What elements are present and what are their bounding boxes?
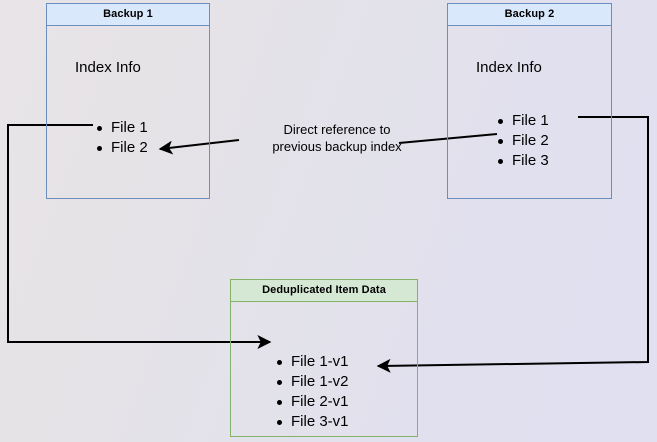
list-item[interactable]: File 1-v2: [275, 372, 349, 392]
list-item[interactable]: File 2: [95, 138, 148, 158]
backup1-file-list: File 1 File 2: [95, 118, 148, 158]
list-item[interactable]: File 3: [496, 151, 549, 171]
list-item[interactable]: File 1-v1: [275, 352, 349, 372]
list-item[interactable]: File 1: [95, 118, 148, 138]
node-backup1-header: Backup 1: [47, 4, 209, 26]
node-backup1-body: Index Info File 1 File 2: [47, 26, 209, 198]
list-item[interactable]: File 1: [496, 111, 549, 131]
node-backup1[interactable]: Backup 1 Index Info File 1 File 2: [46, 3, 210, 199]
edge-label-line1: Direct reference to: [283, 122, 391, 137]
list-item[interactable]: File 3-v1: [275, 412, 349, 432]
node-backup2[interactable]: Backup 2 Index Info File 1 File 2 File 3: [447, 3, 612, 199]
edge-label-direct-reference: Direct reference to previous backup inde…: [249, 121, 425, 155]
edge-label-line2: previous backup index: [272, 139, 402, 154]
list-item[interactable]: File 2-v1: [275, 392, 349, 412]
node-backup2-body: Index Info File 1 File 2 File 3: [448, 26, 611, 198]
node-backup2-header: Backup 2: [448, 4, 611, 26]
node-dedup-header: Deduplicated Item Data: [231, 280, 417, 302]
backup2-file-list: File 1 File 2 File 3: [496, 111, 549, 171]
backup2-index-info-label: Index Info: [476, 59, 542, 76]
node-deduplicated-item-data[interactable]: Deduplicated Item Data File 1-v1 File 1-…: [230, 279, 418, 437]
list-item[interactable]: File 2: [496, 131, 549, 151]
node-dedup-body: File 1-v1 File 1-v2 File 2-v1 File 3-v1: [231, 302, 417, 436]
backup1-index-info-label: Index Info: [75, 59, 141, 76]
dedup-file-list: File 1-v1 File 1-v2 File 2-v1 File 3-v1: [275, 352, 349, 432]
